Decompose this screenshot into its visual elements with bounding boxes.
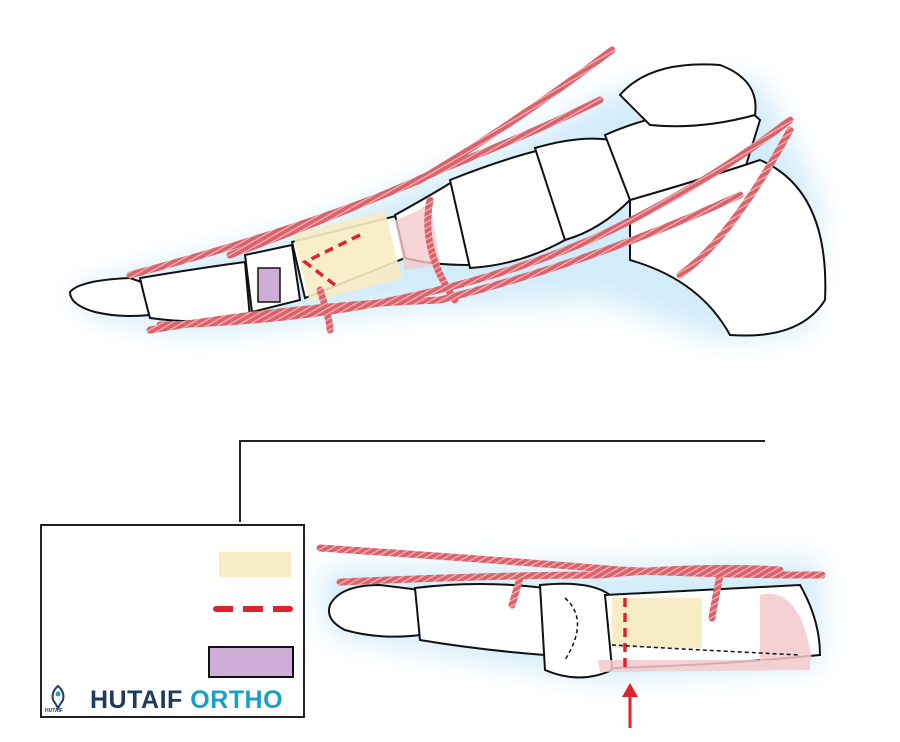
osteotomy-line [301, 233, 361, 287]
legend-box: HUTAIF HUTAIF ORTHO [40, 524, 305, 718]
arteries [126, 46, 794, 334]
talus-head [618, 63, 757, 128]
legend-osteotomy-swatch [213, 606, 293, 612]
calcaneus [629, 158, 827, 337]
arteries-bottom [316, 544, 826, 622]
brand-name: HUTAIF ORTHO [90, 686, 283, 715]
connector-line [239, 440, 765, 522]
bone-graft-bottom [612, 598, 702, 648]
bottom-foot-illustration [316, 544, 826, 728]
legend-plate-swatch [208, 646, 294, 678]
legend-graft-swatch [219, 552, 291, 577]
arrow-icon [622, 683, 638, 728]
brand-part2: ORTHO [190, 686, 284, 714]
bone-graft [292, 210, 402, 302]
top-foot-illustration [68, 46, 827, 340]
logo-icon [51, 684, 65, 711]
brand-part1: HUTAIF [90, 686, 183, 714]
distal-phalanx [68, 276, 151, 317]
plate [257, 267, 281, 303]
logo-text: HUTAIF [45, 708, 63, 714]
